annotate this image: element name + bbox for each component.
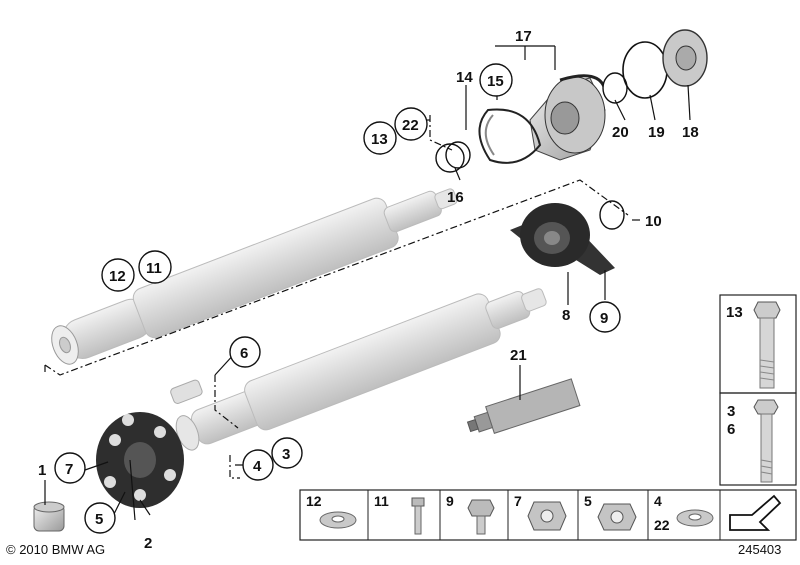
callout-9: 9: [600, 310, 608, 327]
callout-ring-13: [363, 121, 397, 155]
callout-18: 18: [682, 124, 699, 141]
callout-15: 15: [487, 73, 504, 90]
callout-ring-5: [84, 502, 116, 534]
center-bearing: [510, 203, 615, 275]
callout-ring-12: [101, 258, 135, 292]
circlip-ring-2: [445, 141, 471, 169]
callout-ring-4: [242, 449, 274, 481]
cell-label-5: 5: [584, 493, 592, 509]
cell-label-7: 7: [514, 493, 522, 509]
callout-20: 20: [612, 124, 629, 141]
cell-label-22: 22: [654, 517, 670, 533]
callout-11: 11: [146, 260, 162, 277]
bolt-cell-3-6: [719, 392, 797, 486]
hardware-panel: 12 11 9 7 5 4 22: [299, 489, 797, 541]
callout-ring-22: [394, 107, 428, 141]
callout-ring-9: [589, 301, 621, 333]
callout-2: 2: [144, 535, 152, 552]
protection-cap: [662, 29, 708, 87]
callout-ring-3: [271, 437, 303, 469]
clamp-rings: [478, 108, 542, 164]
page-arrow-icon: [729, 494, 782, 531]
callout-21: 21: [510, 347, 527, 364]
callout-ring-15: [479, 63, 513, 97]
callout-22: 22: [402, 117, 419, 134]
callout-13: 13: [371, 131, 388, 148]
self-locking-nut-icon: [597, 503, 637, 531]
o-ring: [599, 200, 625, 230]
callout-3: 3: [282, 446, 290, 463]
callout-7: 7: [65, 461, 73, 478]
callout-16: 16: [447, 189, 464, 206]
collar-nut-icon: [527, 501, 567, 531]
callout-ring-7: [54, 452, 86, 484]
callout-1: 1: [38, 462, 46, 479]
snap-ring: [602, 72, 628, 104]
cell-label-12: 12: [306, 493, 322, 509]
grease-tube: [466, 378, 581, 434]
copyright-text: © 2010 BMW AG: [6, 542, 105, 557]
callout-17: 17: [515, 28, 532, 45]
cv-joint: [529, 74, 607, 161]
callout-4: 4: [253, 458, 262, 475]
bolt-label-13: 13: [726, 304, 743, 321]
bolt-3-6-icon: [753, 399, 779, 483]
callout-6: 6: [240, 345, 248, 362]
screw-icon: [411, 497, 425, 535]
sleeve-part: [33, 501, 65, 532]
bolt-13-icon: [753, 301, 781, 389]
callout-5: 5: [95, 511, 103, 528]
bolt-label-3: 3: [727, 403, 735, 420]
cell-label-11: 11: [374, 493, 389, 509]
circlip-ring: [435, 143, 465, 173]
callout-ring-6: [229, 336, 261, 368]
callout-12: 12: [109, 268, 126, 285]
callout-10: 10: [645, 213, 662, 230]
bolt-panel: 13 3 6: [719, 294, 797, 486]
hex-bolt-icon: [467, 499, 495, 535]
front-drive-shaft: [51, 188, 458, 365]
callout-14: 14: [456, 69, 473, 86]
callout-8: 8: [562, 307, 570, 324]
callout-19: 19: [648, 124, 665, 141]
bolt-label-6: 6: [727, 421, 735, 438]
rear-drive-shaft: [170, 288, 547, 451]
cell-label-9: 9: [446, 493, 454, 509]
flexible-coupling: [96, 412, 184, 508]
diagram-number: 245403: [738, 542, 781, 557]
gasket: [622, 41, 668, 99]
callout-ring-11: [138, 250, 172, 284]
cell-label-4: 4: [654, 493, 662, 509]
